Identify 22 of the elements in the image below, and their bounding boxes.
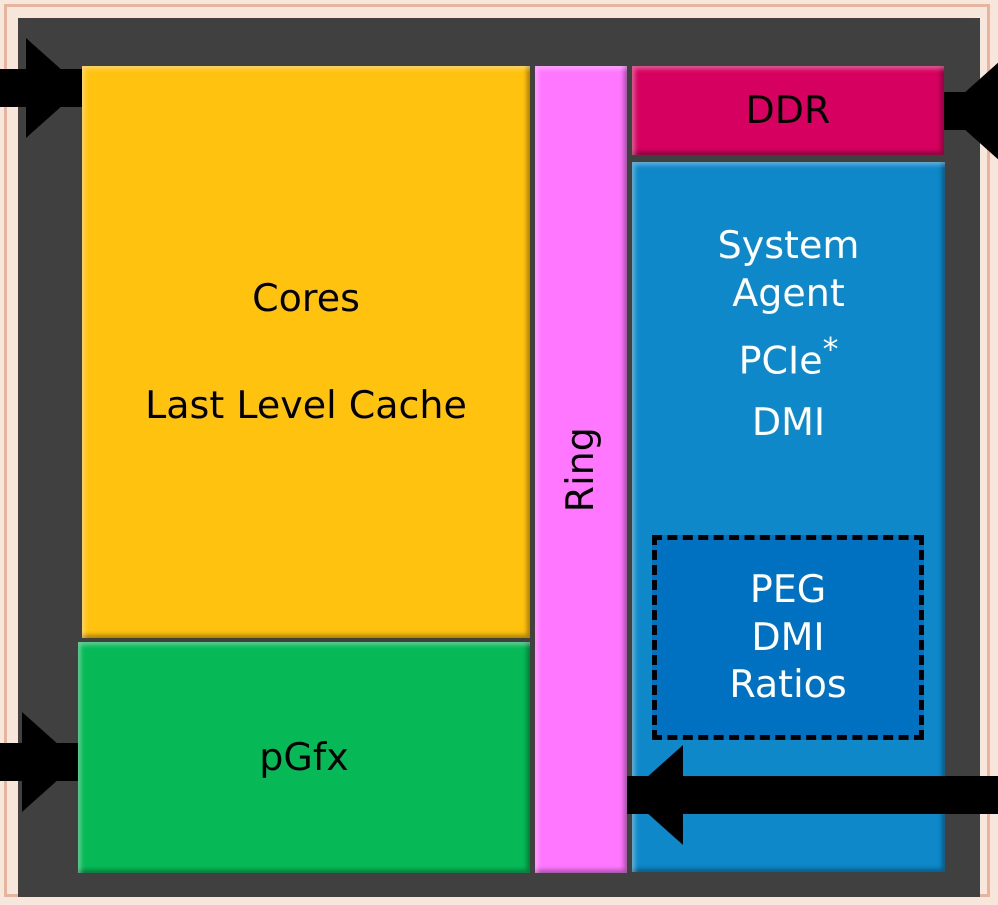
block-label: Last Level Cache: [145, 382, 467, 429]
pgfx-block: [78, 642, 530, 873]
cores-block: [82, 66, 530, 638]
ddr-block: [632, 66, 944, 155]
block-label: System Agent: [716, 222, 860, 316]
system-agent-block: [632, 162, 945, 872]
ring-bar: [535, 66, 627, 873]
block-label: DMI: [752, 399, 826, 446]
arrow: [944, 61, 998, 161]
block-label: Ratios: [729, 661, 847, 708]
block-label: DMI: [751, 614, 825, 661]
arrow: [627, 745, 998, 845]
block-label: PCIe$^{*}$: [738, 331, 838, 385]
dashed-region: [652, 535, 924, 740]
block-label: Ring: [557, 426, 604, 512]
chip-panel: [18, 18, 980, 897]
block-label: DDR: [746, 86, 830, 134]
arrow: [0, 38, 82, 138]
block-label: pGfx: [259, 734, 349, 781]
block-label: PEG: [750, 566, 826, 614]
arrow: [0, 712, 78, 812]
block-label: Cores: [252, 274, 360, 322]
